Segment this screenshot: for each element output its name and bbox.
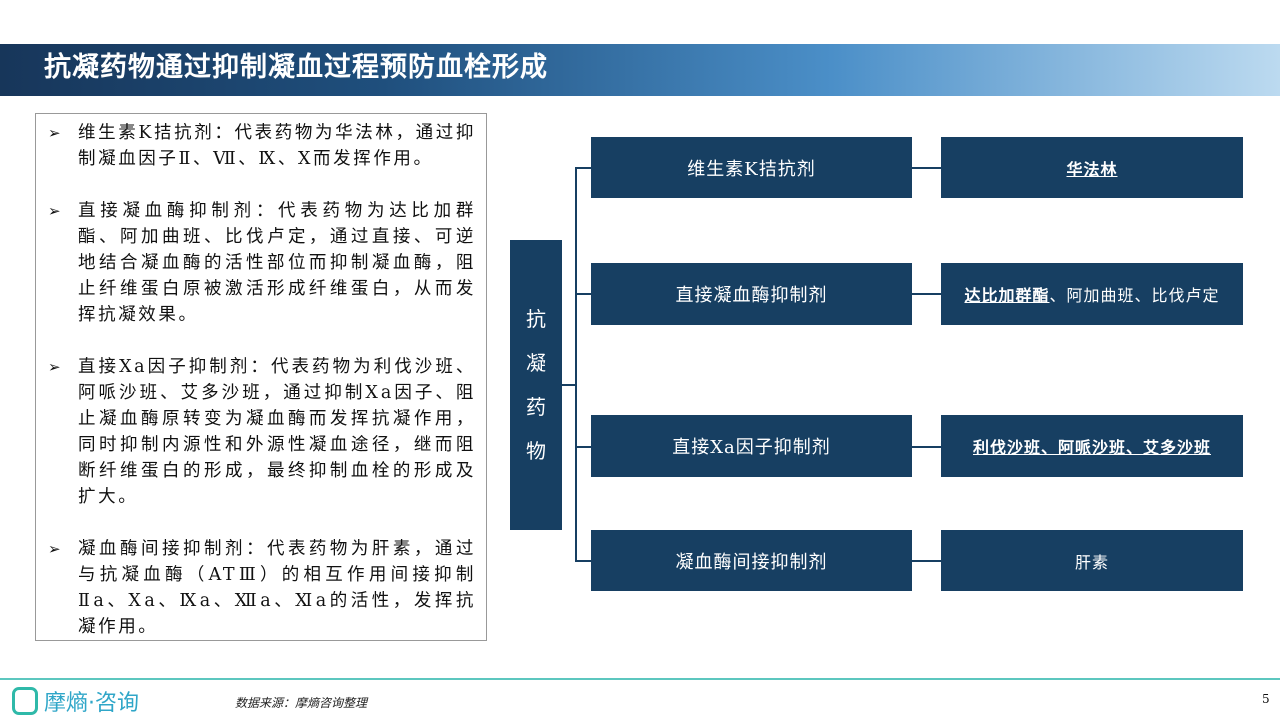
bullet-item: ➢ 直接Xa因子抑制剂：代表药物为利伐沙班、阿哌沙班、艾多沙班，通过抑制Ⅹa因子、… [48,354,476,510]
root-char: 物 [526,439,546,463]
brand-logo: 摩熵·咨询 [12,685,139,717]
connector [562,384,576,386]
drug-highlight: 华法林 [1066,159,1118,179]
arrow-bullet-icon: ➢ [48,124,64,142]
page-title: 抗凝药物通过抑制凝血过程预防血栓形成 [44,52,548,83]
bullet-item: ➢ 凝血酶间接抑制剂：代表药物为肝素，通过与抗凝血酶（ATⅢ）的相互作用间接抑制Ⅱ… [48,536,476,640]
connector [912,560,941,562]
connector [912,167,941,169]
connector [912,446,941,448]
bullet-item: ➢ 直接凝血酶抑制剂：代表药物为达比加群酯、阿加曲班、比伐卢定，通过直接、可逆地结… [48,198,476,328]
connector [575,293,591,295]
class-node: 维生素K拮抗剂 [591,137,912,198]
bullet-text: 维生素K拮抗剂：代表药物为华法林，通过抑制凝血因子Ⅱ、Ⅶ、Ⅸ、Ⅹ而发挥作用。 [78,123,476,169]
title-bar [0,44,1280,96]
class-node: 凝血酶间接抑制剂 [591,530,912,591]
bullet-text: 直接凝血酶抑制剂：代表药物为达比加群酯、阿加曲班、比伐卢定，通过直接、可逆地结合… [78,201,476,325]
drug-node: 华法林 [941,137,1243,198]
class-node: 直接凝血酶抑制剂 [591,263,912,325]
drug-node: 达比加群酯、阿加曲班、比伐卢定 [941,263,1243,325]
arrow-bullet-icon: ➢ [48,540,64,558]
class-node: 直接Xa因子抑制剂 [591,415,912,477]
data-source: 数据来源：摩熵咨询整理 [235,696,368,710]
connector [912,293,941,295]
bullet-item: ➢ 维生素K拮抗剂：代表药物为华法林，通过抑制凝血因子Ⅱ、Ⅶ、Ⅸ、Ⅹ而发挥作用。 [48,120,476,172]
root-node: 抗 凝 药 物 [510,240,562,530]
bullet-text: 直接Xa因子抑制剂：代表药物为利伐沙班、阿哌沙班、艾多沙班，通过抑制Ⅹa因子、阻… [78,357,476,507]
arrow-bullet-icon: ➢ [48,202,64,220]
drug-node: 利伐沙班、阿哌沙班、艾多沙班 [941,415,1243,477]
footer-divider [0,678,1280,680]
root-char: 药 [526,395,546,419]
logo-text: 摩熵·咨询 [44,691,139,716]
drug-highlight: 利伐沙班、阿哌沙班、艾多沙班 [972,438,1211,457]
drug-node: 肝素 [941,530,1243,591]
root-char: 抗 [526,307,546,331]
logo-icon [12,687,38,715]
bullet-text: 凝血酶间接抑制剂：代表药物为肝素，通过与抗凝血酶（ATⅢ）的相互作用间接抑制Ⅱa… [78,539,476,637]
drug-highlight: 达比加群酯 [964,286,1050,305]
connector [575,446,591,448]
drug-text: 肝素 [1074,552,1109,572]
drug-text: 、阿加曲班、比伐卢定 [1049,286,1220,305]
arrow-bullet-icon: ➢ [48,358,64,376]
page-number: 5 [1262,692,1270,706]
connector [575,167,577,562]
connector [575,560,591,562]
connector [575,167,591,169]
description-box: ➢维生素K拮抗剂：代表药物为华法林，通过抑制凝血因子Ⅱ、Ⅶ、Ⅸ、Ⅹ而发挥作用。 … [35,113,487,641]
root-char: 凝 [526,351,546,375]
